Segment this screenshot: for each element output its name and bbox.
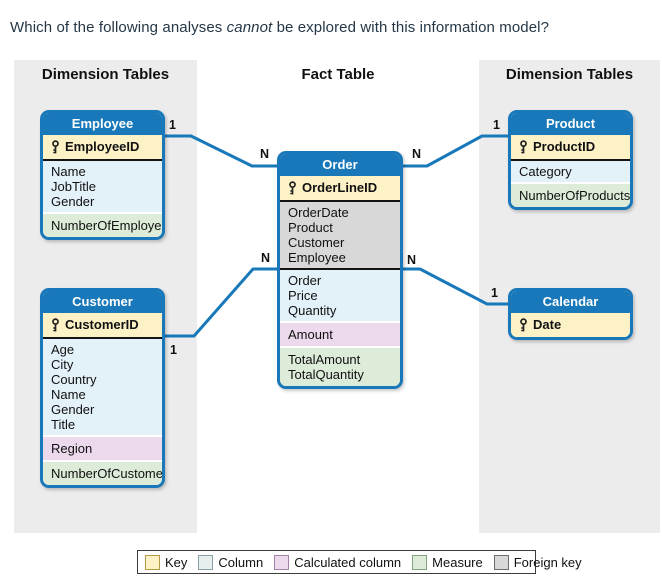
field-name: Country — [51, 372, 97, 387]
field-name: City — [51, 357, 74, 372]
field-name: Category — [519, 164, 572, 179]
cardinality-product-order-many: N — [412, 147, 422, 161]
measure-color-swatch — [412, 554, 428, 570]
right-panel-title: Dimension Tables — [505, 66, 634, 83]
calendar-table-title: Calendar — [511, 291, 630, 313]
legend: Key Column Calculated column Measure For… — [137, 550, 582, 574]
cardinality-product-one: 1 — [493, 118, 500, 132]
legend-item-calculated-column: Calculated column — [274, 554, 402, 570]
calendar-key-field: Date — [533, 317, 562, 332]
calculated-column-color-swatch — [274, 554, 290, 570]
field-name: Order — [288, 273, 322, 288]
legend-label: Key — [165, 554, 188, 570]
cardinality-customer-order-many: N — [261, 251, 271, 265]
field-name: Name — [51, 164, 86, 179]
cardinality-employee-order-many: N — [260, 147, 270, 161]
order-calculated-section: Amount — [280, 321, 400, 346]
field-name: Age — [51, 342, 75, 357]
field-name: Name — [51, 387, 86, 402]
calendar-table: Calendar Date — [508, 288, 633, 340]
employee-columns-section: Name JobTitle Gender — [43, 161, 162, 212]
key-icon — [520, 318, 527, 332]
question-title-italic: cannot — [226, 19, 273, 36]
measure-name: NumberOfEmployees — [51, 218, 165, 233]
key-icon — [52, 318, 59, 332]
field-name: Gender — [51, 194, 95, 209]
order-columns-section: Order Price Quantity — [280, 270, 400, 321]
product-measures-section: NumberOfProducts — [511, 182, 630, 207]
question-title-part2: be explored with this information model? — [272, 19, 550, 36]
legend-label: Calculated column — [294, 554, 402, 570]
field-name: Price — [288, 288, 318, 303]
customer-table: Customer CustomerID Age City Country Nam… — [40, 288, 165, 488]
cardinality-calendar-order-many: N — [407, 253, 417, 267]
foreign-key-color-swatch — [493, 554, 509, 570]
legend-label: Foreign key — [513, 554, 582, 570]
order-measures-section: TotalAmount TotalQuantity — [280, 346, 400, 386]
customer-table-title: Customer — [43, 291, 162, 313]
measure-name: TotalQuantity — [288, 367, 364, 382]
measure-name: NumberOfCustomers — [51, 466, 165, 481]
order-table-title: Order — [280, 154, 400, 176]
key-icon — [289, 181, 296, 195]
calendar-key-row: Date — [511, 313, 630, 337]
key-color-swatch — [145, 554, 160, 570]
field-name: JobTitle — [51, 179, 97, 194]
foreign-key-name: Employee — [288, 250, 346, 265]
field-name: Title — [51, 417, 76, 432]
product-key-field: ProductID — [533, 139, 596, 154]
employee-table: Employee EmployeeID Name JobTitle Gender… — [40, 110, 165, 240]
cardinality-customer-one: 1 — [170, 343, 177, 357]
employee-key-field: EmployeeID — [65, 139, 140, 154]
legend-item-key: Key — [145, 554, 188, 570]
customer-key-field: CustomerID — [65, 317, 139, 332]
customer-calculated-section: Region — [43, 435, 162, 460]
column-color-swatch — [198, 554, 214, 570]
product-table-title: Product — [511, 113, 630, 135]
question-title: Which of the following analyses cannot b… — [10, 19, 655, 36]
legend-item-foreign-key: Foreign key — [493, 554, 582, 570]
order-foreign-keys-section: OrderDate Product Customer Employee — [280, 202, 400, 270]
employee-key-row: EmployeeID — [43, 135, 162, 161]
measure-name: NumberOfProducts — [519, 188, 631, 203]
key-icon — [520, 140, 527, 154]
legend-item-column: Column — [198, 554, 264, 570]
fact-table-panel-title: Fact Table — [301, 66, 375, 83]
product-columns-section: Category — [511, 161, 630, 182]
foreign-key-name: Customer — [288, 235, 345, 250]
calculated-column-name: Region — [51, 441, 93, 456]
employee-measures-section: NumberOfEmployees — [43, 212, 162, 237]
field-name: Gender — [51, 402, 95, 417]
calculated-column-name: Amount — [288, 327, 333, 342]
order-key-field: OrderLineID — [302, 180, 378, 195]
foreign-key-name: OrderDate — [288, 205, 349, 220]
cardinality-employee-one: 1 — [169, 118, 176, 132]
product-key-row: ProductID — [511, 135, 630, 161]
foreign-key-name: Product — [288, 220, 333, 235]
employee-table-title: Employee — [43, 113, 162, 135]
customer-measures-section: NumberOfCustomers — [43, 460, 162, 485]
left-panel-title: Dimension Tables — [41, 66, 170, 83]
field-name: Quantity — [288, 303, 337, 318]
customer-key-row: CustomerID — [43, 313, 162, 339]
customer-columns-section: Age City Country Name Gender Title — [43, 339, 162, 435]
order-key-row: OrderLineID — [280, 176, 400, 202]
question-title-part1: Which of the following analyses — [10, 19, 227, 36]
order-fact-table: Order OrderLineID OrderDate Product Cust… — [277, 151, 403, 389]
cardinality-calendar-one: 1 — [491, 286, 498, 300]
product-table: Product ProductID Category NumberOfProdu… — [508, 110, 633, 210]
measure-name: TotalAmount — [288, 352, 361, 367]
legend-item-measure: Measure — [412, 554, 483, 570]
legend-label: Measure — [432, 554, 483, 570]
key-icon — [52, 140, 59, 154]
legend-label: Column — [218, 554, 264, 570]
